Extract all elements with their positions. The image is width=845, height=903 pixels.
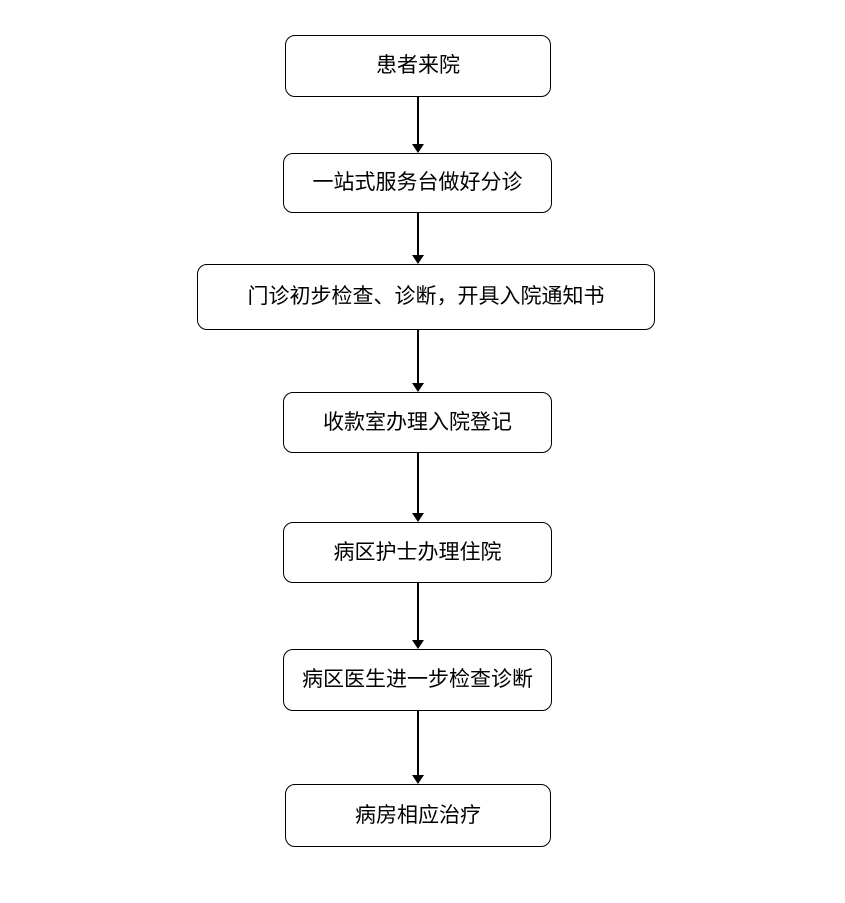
flow-node-ward-treatment: 病房相应治疗	[285, 784, 551, 847]
flow-node-label: 病房相应治疗	[355, 802, 481, 827]
flow-node-outpatient-exam: 门诊初步检查、诊断，开具入院通知书	[197, 264, 655, 330]
down-arrow-icon	[412, 97, 424, 153]
down-arrow-icon	[412, 711, 424, 784]
flow-node-triage-desk: 一站式服务台做好分诊	[283, 153, 552, 213]
down-arrow-icon	[412, 213, 424, 264]
flow-node-label: 门诊初步检查、诊断，开具入院通知书	[247, 284, 605, 309]
flow-node-ward-nurse: 病区护士办理住院	[283, 522, 552, 583]
flow-node-label: 病区护士办理住院	[333, 539, 502, 564]
flow-node-label: 患者来院	[376, 53, 460, 78]
flow-node-patient-arrival: 患者来院	[285, 35, 551, 97]
down-arrow-icon	[412, 330, 424, 392]
flow-node-label: 收款室办理入院登记	[323, 409, 512, 434]
down-arrow-icon	[412, 453, 424, 522]
down-arrow-icon	[412, 583, 424, 649]
flow-node-label: 一站式服务台做好分诊	[312, 170, 523, 195]
flow-node-admission-registration: 收款室办理入院登记	[283, 392, 552, 453]
flow-node-label: 病区医生进一步检查诊断	[302, 667, 533, 692]
flow-node-ward-doctor-exam: 病区医生进一步检查诊断	[283, 649, 552, 711]
